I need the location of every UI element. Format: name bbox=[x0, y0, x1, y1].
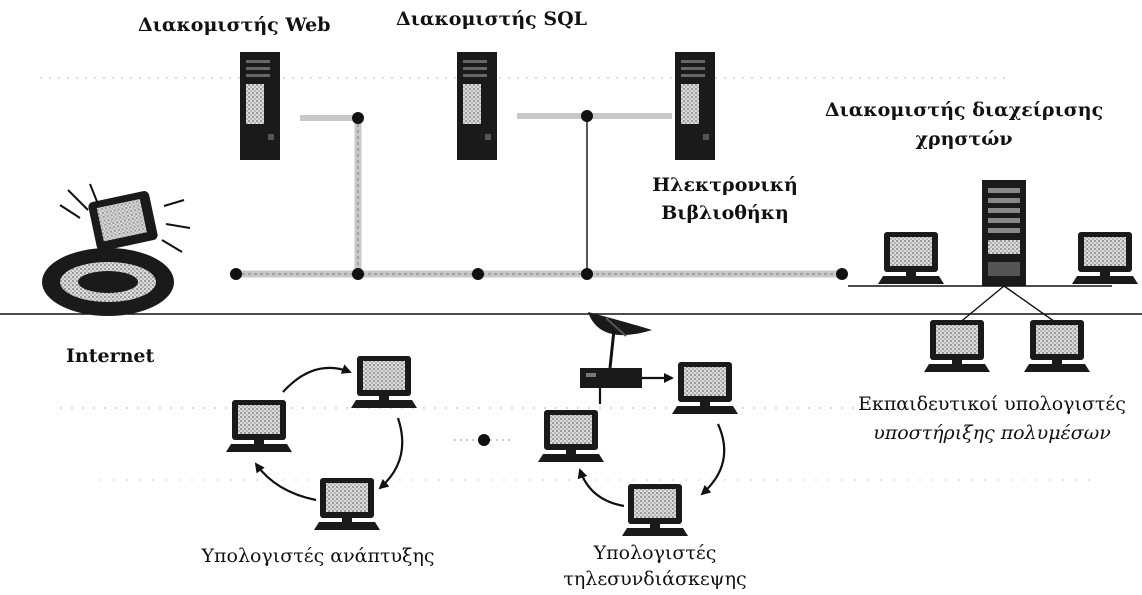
dev-computers-label: Υπολογιστές ανάπτυξης bbox=[201, 545, 435, 567]
sql-server-icon bbox=[457, 52, 497, 160]
bus-node bbox=[472, 268, 484, 280]
video-conf-label-line2: τηλεσυνδιάσκεψης bbox=[563, 568, 747, 590]
edu-computers-label-line2: υποστήριξης πολυμέσων bbox=[873, 422, 1111, 444]
bus-node-user-lan bbox=[836, 268, 848, 280]
video-conf-computer-icon bbox=[538, 410, 604, 462]
edu-computers-label-line1: Εκπαιδευτικοί υπολογιστές bbox=[858, 393, 1126, 415]
e-library-label-line1: Ηλεκτρονική bbox=[652, 174, 798, 196]
multimedia-computer-icon bbox=[1024, 320, 1090, 372]
internet-globe-icon bbox=[42, 183, 191, 316]
video-conf-computer-icon bbox=[672, 362, 738, 414]
dev-cycle-arrow bbox=[282, 364, 352, 393]
video-cycle-arrow bbox=[700, 423, 726, 496]
sql-server-node bbox=[581, 110, 593, 122]
bus-node-internet bbox=[230, 268, 242, 280]
user-lan-branch bbox=[1003, 285, 1059, 325]
user-lan-computer-icon bbox=[1072, 232, 1138, 284]
sql-server-label: Διακομιστής SQL bbox=[396, 8, 587, 30]
library-server-icon bbox=[675, 52, 715, 160]
bus-node-sql bbox=[581, 268, 593, 280]
web-server-label: Διακομιστής Web bbox=[138, 14, 331, 36]
video-conf-computer-icon bbox=[622, 484, 688, 536]
dev-computer-icon bbox=[226, 400, 292, 452]
user-mgmt-server-label-line2: χρηστών bbox=[915, 128, 1013, 150]
user-mgmt-server-icon bbox=[982, 180, 1026, 286]
video-conf-label-line1: Υπολογιστές bbox=[593, 542, 717, 564]
dev-computer-icon bbox=[351, 356, 417, 408]
internet-label: Internet bbox=[66, 345, 155, 367]
dev-cycle-arrow bbox=[378, 417, 404, 490]
multimedia-computer-icon bbox=[924, 320, 990, 372]
user-lan-computer-icon bbox=[878, 232, 944, 284]
dev-computer-icon bbox=[314, 478, 380, 530]
modem-icon bbox=[580, 368, 642, 388]
e-library-label-line2: Βιβλιοθήκη bbox=[661, 202, 789, 224]
lab-link-node bbox=[478, 434, 490, 446]
dev-cycle-arrow bbox=[254, 462, 317, 502]
video-cycle-arrow bbox=[577, 468, 625, 508]
user-mgmt-server-label-line1: Διακομιστής διαχείρισης bbox=[824, 99, 1104, 121]
bus-node-web bbox=[352, 268, 364, 280]
satellite-dish-icon bbox=[588, 312, 652, 369]
web-server-icon bbox=[240, 52, 280, 160]
web-server-node bbox=[352, 112, 364, 124]
user-lan-branch bbox=[957, 285, 1005, 325]
